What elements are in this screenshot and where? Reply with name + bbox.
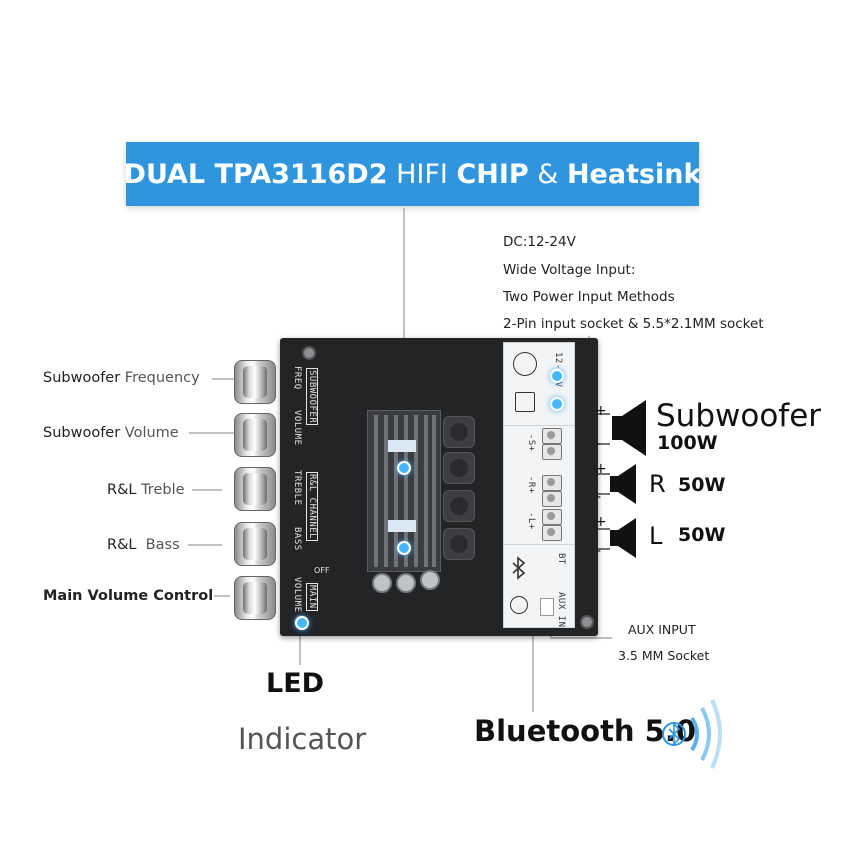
r-plus-sign: + [595, 461, 607, 477]
label-sub-vol-b: Volume [120, 425, 179, 441]
speaker-right-icon [610, 464, 636, 504]
led-indicator [295, 616, 309, 630]
bt-aux-panel [503, 544, 575, 628]
speaker-left-name: L [649, 522, 663, 550]
mount-hole-bottom-right [580, 615, 594, 629]
indicator-label: Indicator [238, 722, 367, 756]
knob-rl-bass[interactable] [234, 522, 276, 566]
label-sub-vol-a: Subwoofer [43, 425, 121, 441]
speaker-right-power: 50W [678, 474, 726, 496]
sub-minus-sign: - [596, 436, 602, 452]
aux-socket[interactable] [540, 598, 554, 616]
label-subwoofer-frequency: Subwoofer Frequency [43, 370, 200, 386]
silk-off: OFF [314, 566, 330, 575]
label-sub-freq-b: Frequency [120, 370, 200, 386]
info-wide-voltage: Wide Voltage Input: [503, 262, 636, 278]
knob-rl-treble[interactable] [234, 467, 276, 511]
silk-treble: TREBLE [292, 470, 302, 506]
info-dc: DC:12-24V [503, 234, 576, 250]
silk-s-terminal: -S+ [526, 434, 536, 452]
bluetooth-wave-icon [662, 699, 722, 769]
silk-l-terminal: -L+ [526, 512, 536, 530]
speaker-subwoofer-icon [612, 400, 646, 456]
chip-marker-1 [397, 461, 411, 475]
terminal-l-minus[interactable] [542, 525, 562, 541]
speaker-subwoofer-power: 100W [657, 432, 718, 454]
banner-and: & [528, 158, 567, 190]
label-treble-a: R&L [107, 482, 137, 498]
label-subwoofer-volume: Subwoofer Volume [43, 425, 179, 441]
label-bass-a: R&L [107, 537, 137, 553]
inductor-1 [443, 416, 475, 448]
chip-label-1 [388, 440, 416, 452]
info-two-methods: Two Power Input Methods [503, 289, 675, 305]
terminal-r-minus[interactable] [542, 491, 562, 507]
bluetooth-board-icon [512, 556, 526, 580]
banner-chip: CHIP [456, 158, 529, 190]
terminal-sub-plus[interactable] [542, 428, 562, 444]
knob-main-volume[interactable] [234, 576, 276, 620]
power-input-panel [503, 342, 575, 426]
bluetooth-version-label: Bluetooth 5.0 [474, 714, 697, 748]
power-marker-2 [550, 397, 564, 411]
silk-main: MAIN [306, 583, 318, 611]
title-banner: DUAL TPA3116D2 HIFI CHIP & Heatsink [123, 142, 702, 206]
label-treble-b: Treble [136, 482, 185, 498]
silk-bt: BT [556, 553, 566, 565]
speaker-right-name: R [649, 470, 666, 498]
power-marker-1 [550, 369, 564, 383]
label-sub-freq-a: Subwoofer [43, 370, 121, 386]
speaker-left-icon [610, 518, 636, 558]
banner-hifi: HIFI [387, 158, 457, 190]
label-main-volume-control: Main Volume Control [43, 588, 214, 604]
banner-chip-name: DUAL TPA3116D2 [123, 158, 388, 190]
capacitor-3 [420, 570, 440, 590]
info-socket: 2-Pin input socket & 5.5*2.1MM socket [503, 316, 764, 332]
inductor-3 [443, 490, 475, 522]
banner-heatsink: Heatsink [566, 158, 702, 190]
chip-label-2 [388, 520, 416, 532]
speaker-left-power: 50W [678, 524, 726, 546]
aux-input-label: AUX INPUT [628, 622, 696, 637]
speaker-output-panel [503, 425, 575, 545]
knob-subwoofer-frequency[interactable] [234, 360, 276, 404]
mount-hole-top-left [302, 346, 316, 360]
l-plus-sign: + [595, 514, 607, 530]
label-rl-bass: R&L Bass [107, 537, 180, 553]
r-minus-sign: - [596, 489, 602, 505]
terminal-sub-minus[interactable] [542, 444, 562, 460]
silk-aux-in: AUX IN [556, 592, 566, 628]
heatsink [367, 410, 441, 572]
inductor-4 [443, 528, 475, 560]
capacitor-1 [372, 573, 392, 593]
aux-socket-label: 3.5 MM Socket [618, 648, 710, 663]
silk-subwoofer: SUBWOOFER [306, 368, 318, 426]
silk-r-terminal: -R+ [526, 476, 536, 494]
knob-subwoofer-volume[interactable] [234, 413, 276, 457]
terminal-l-plus[interactable] [542, 509, 562, 525]
silk-bass: BASS [292, 527, 302, 551]
dc-jack-icon [513, 352, 537, 376]
aux-jack-icon [510, 596, 528, 614]
silk-rl-channel: R&L CHANNEL [306, 472, 318, 542]
inductor-2 [443, 452, 475, 484]
label-bass-b: Bass [136, 537, 180, 553]
chip-marker-2 [397, 541, 411, 555]
label-rl-treble: R&L Treble [107, 482, 185, 498]
terminal-r-plus[interactable] [542, 475, 562, 491]
silk-main-volume: VOLUME [292, 577, 302, 613]
speaker-subwoofer-name: Subwoofer [656, 398, 822, 434]
silk-freq: FREQ [292, 366, 302, 390]
l-minus-sign: - [596, 543, 602, 559]
silk-volume: VOLUME [292, 410, 302, 446]
led-label: LED [266, 668, 325, 699]
pin-socket-icon [515, 392, 535, 412]
sub-plus-sign: + [595, 403, 607, 419]
capacitor-2 [396, 573, 416, 593]
